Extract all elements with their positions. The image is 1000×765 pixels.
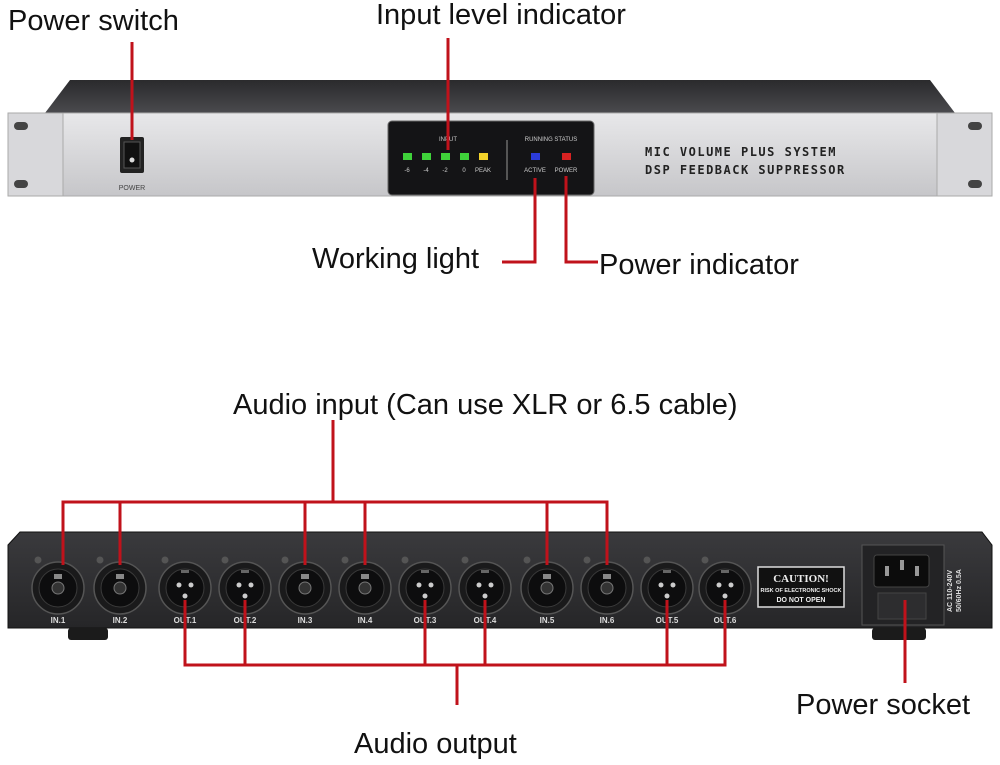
power-switch-label: POWER <box>119 185 145 192</box>
screw-icon <box>643 556 651 564</box>
level-led <box>441 153 450 160</box>
xlr-output-jack[interactable] <box>640 561 694 615</box>
running-status-label: RUNNING STATUS <box>525 137 577 143</box>
callout-audio-output: Audio output <box>354 728 517 760</box>
callout-power-indicator: Power indicator <box>599 249 799 281</box>
level-led-label: -4 <box>423 168 429 174</box>
level-led-label: -6 <box>404 168 410 174</box>
power-rating-1: AC 110-240V <box>947 570 954 612</box>
port-label: IN.3 <box>298 616 313 625</box>
screw-icon <box>221 556 229 564</box>
callout-working-light: Working light <box>312 243 479 275</box>
power-switch[interactable] <box>120 137 144 173</box>
working-light-pointer <box>502 178 537 264</box>
audio-input-bracket <box>61 500 609 565</box>
screw-icon <box>523 556 531 564</box>
screw-icon <box>401 556 409 564</box>
callout-audio-input: Audio input (Can use XLR or 6.5 cable) <box>233 389 738 421</box>
level-led-label: PEAK <box>475 168 491 174</box>
screw-icon <box>701 556 709 564</box>
power-socket[interactable] <box>861 544 945 626</box>
rack-slot <box>968 180 982 188</box>
level-led-label: 0 <box>462 168 466 174</box>
combo-input-jack[interactable] <box>520 561 574 615</box>
brand-line-2: DSP FEEDBACK SUPPRESSOR <box>645 163 846 177</box>
rack-ear-right <box>936 112 993 197</box>
level-led <box>479 153 488 160</box>
running-status-leds: ACTIVE POWER <box>524 153 578 174</box>
audio-output-bracket <box>183 600 727 667</box>
rack-slot <box>14 180 28 188</box>
port-label: IN.1 <box>51 616 66 625</box>
screw-icon <box>281 556 289 564</box>
chassis-top <box>45 80 955 113</box>
screw-icon <box>583 556 591 564</box>
xlr-output-jack[interactable] <box>458 561 512 615</box>
combo-input-jack[interactable] <box>278 561 332 615</box>
port-label: IN.2 <box>113 616 128 625</box>
caution-line-1: RISK OF ELECTRONIC SHOCK <box>761 588 842 594</box>
level-led-label: -2 <box>442 168 448 174</box>
level-led <box>422 153 431 160</box>
combo-input-jack[interactable] <box>93 561 147 615</box>
screw-icon <box>96 556 104 564</box>
status-led-label: ACTIVE <box>524 168 546 174</box>
xlr-output-jack[interactable] <box>158 561 212 615</box>
power-indicator-pointer <box>564 176 598 264</box>
callout-power-socket: Power socket <box>796 689 970 721</box>
screw-icon <box>341 556 349 564</box>
caution-line-2: DO NOT OPEN <box>776 597 825 604</box>
combo-input-jack[interactable] <box>338 561 392 615</box>
rear-callouts <box>61 420 907 705</box>
active-led <box>531 153 540 160</box>
xlr-output-jack[interactable] <box>698 561 752 615</box>
screw-icon <box>34 556 42 564</box>
brand-line-1: MIC VOLUME PLUS SYSTEM <box>645 145 837 159</box>
foot <box>872 628 926 640</box>
combo-input-jack[interactable] <box>31 561 85 615</box>
screw-icon <box>161 556 169 564</box>
callout-input-level-indicator: Input level indicator <box>376 0 626 31</box>
screw-icon <box>461 556 469 564</box>
foot <box>68 628 108 640</box>
caution-title: CAUTION! <box>773 573 829 585</box>
port-label: IN.6 <box>600 616 615 625</box>
xlr-output-jack[interactable] <box>398 561 452 615</box>
xlr-output-jack[interactable] <box>218 561 272 615</box>
power-led <box>562 153 571 160</box>
status-led-label: POWER <box>555 168 578 174</box>
port-label: IN.5 <box>540 616 555 625</box>
rack-slot <box>14 122 28 130</box>
power-rating-2: 50/60Hz 0.5A <box>956 569 963 612</box>
level-led <box>460 153 469 160</box>
callout-power-switch: Power switch <box>8 5 179 37</box>
port-label: IN.4 <box>358 616 373 625</box>
level-led <box>403 153 412 160</box>
rack-slot <box>968 122 982 130</box>
front-callouts <box>130 38 598 264</box>
input-level-meter: -6 -4 -2 0 PEAK <box>403 153 491 174</box>
combo-input-jack[interactable] <box>580 561 634 615</box>
caution-label: CAUTION! RISK OF ELECTRONIC SHOCK DO NOT… <box>757 566 845 608</box>
